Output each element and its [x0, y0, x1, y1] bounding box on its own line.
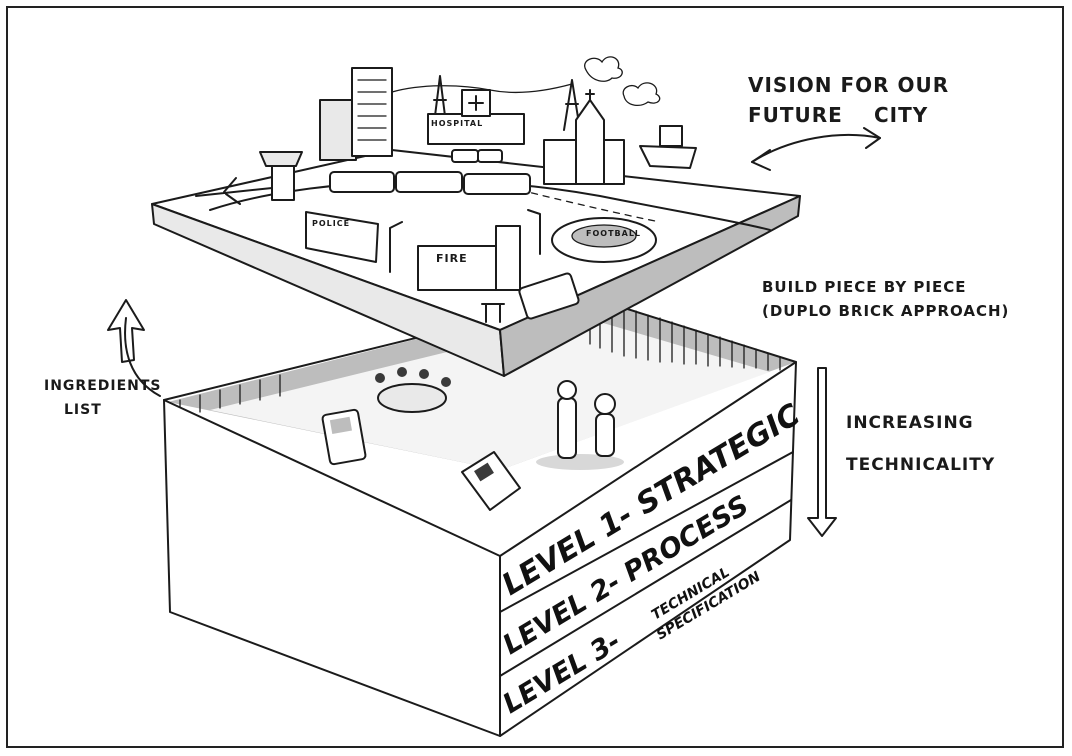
- street-lamp-icon: [527, 209, 541, 255]
- person-icon: [375, 373, 385, 383]
- vision-label-future: FUTURE: [748, 103, 843, 127]
- vision-arrowhead-left: [751, 149, 771, 171]
- vision-arrow: [751, 134, 881, 163]
- football-sign: FOOTBALL: [586, 229, 641, 238]
- terminal-screen: [474, 462, 494, 482]
- technicality-label: TECHNICALITY: [846, 455, 995, 475]
- person-icon: [419, 369, 429, 379]
- increasing-label: INCREASING: [846, 413, 974, 433]
- bus-stop-icon: [481, 303, 505, 323]
- church-cross-icon: [585, 89, 595, 101]
- church-tower: [575, 99, 605, 185]
- person-short-icon: [595, 413, 615, 457]
- ingredients-arrowhead: [107, 299, 145, 363]
- list-label: LIST: [64, 402, 102, 418]
- layer-city-lid: HOSPITAL POLICE: [151, 56, 801, 377]
- control-tower-top: [259, 151, 303, 167]
- technicality-arrow: [807, 367, 837, 537]
- street-lamp-icon: [389, 221, 403, 273]
- person-icon: [397, 367, 407, 377]
- smoke-icon: [622, 82, 661, 107]
- annotations: VISION FOR OUR FUTURE CITY BUILD PIECE B…: [44, 73, 1009, 475]
- phone-screen: [329, 416, 352, 434]
- build-label-line2: (DUPLO BRICK APPROACH): [762, 302, 1009, 320]
- train-car-icon: [329, 171, 395, 193]
- railway: [519, 189, 661, 223]
- level-divider-1: [499, 451, 794, 613]
- person-icon: [441, 377, 451, 387]
- ship-cabin: [659, 125, 683, 147]
- meeting-table: [377, 383, 447, 413]
- people-shadow: [536, 454, 624, 470]
- person-tall-head: [557, 380, 577, 400]
- ingredients-arrow: [124, 317, 161, 397]
- lid-front-right: [499, 195, 801, 377]
- person-short-head: [594, 393, 616, 415]
- road: [209, 180, 771, 231]
- person-tall-icon: [557, 397, 577, 459]
- arrows: [107, 127, 881, 537]
- vision-arrowhead-right: [863, 127, 881, 149]
- fire-station-icon: [417, 245, 501, 291]
- hospital-sign: HOSPITAL: [431, 119, 483, 128]
- hospital-cross-icon: [468, 95, 484, 111]
- hospital-building-icon: [427, 113, 525, 145]
- fire-sign: FIRE: [436, 252, 468, 265]
- office-building-icon: [319, 99, 357, 161]
- vision-label-city: CITY: [874, 103, 928, 127]
- card-terminal-icon: [461, 451, 521, 511]
- car-icon: [477, 149, 503, 163]
- police-station-icon: [305, 211, 379, 263]
- ship-icon: [639, 145, 697, 169]
- skyscraper-icon: [351, 67, 393, 157]
- box-contents: [321, 367, 624, 511]
- car-icon: [451, 149, 479, 163]
- police-sign: POLICE: [312, 219, 350, 228]
- train-car-icon: [395, 171, 463, 193]
- level-divider-2: [499, 499, 792, 677]
- fire-station-tower: [495, 225, 521, 291]
- control-tower-icon: [271, 163, 295, 201]
- mobile-phone-icon: [321, 408, 367, 466]
- build-label-line1: BUILD PIECE BY PIECE: [762, 278, 967, 296]
- stadium-pitch: [571, 224, 637, 248]
- bus-icon: [518, 272, 580, 320]
- vision-label-line1: VISION FOR OUR: [748, 73, 949, 97]
- ingredients-label: INGREDIENTS: [44, 378, 162, 394]
- train-car-icon: [463, 173, 531, 195]
- cloud-icon: [584, 56, 623, 82]
- airplane-icon: [195, 177, 273, 205]
- outer-frame: [6, 6, 1064, 748]
